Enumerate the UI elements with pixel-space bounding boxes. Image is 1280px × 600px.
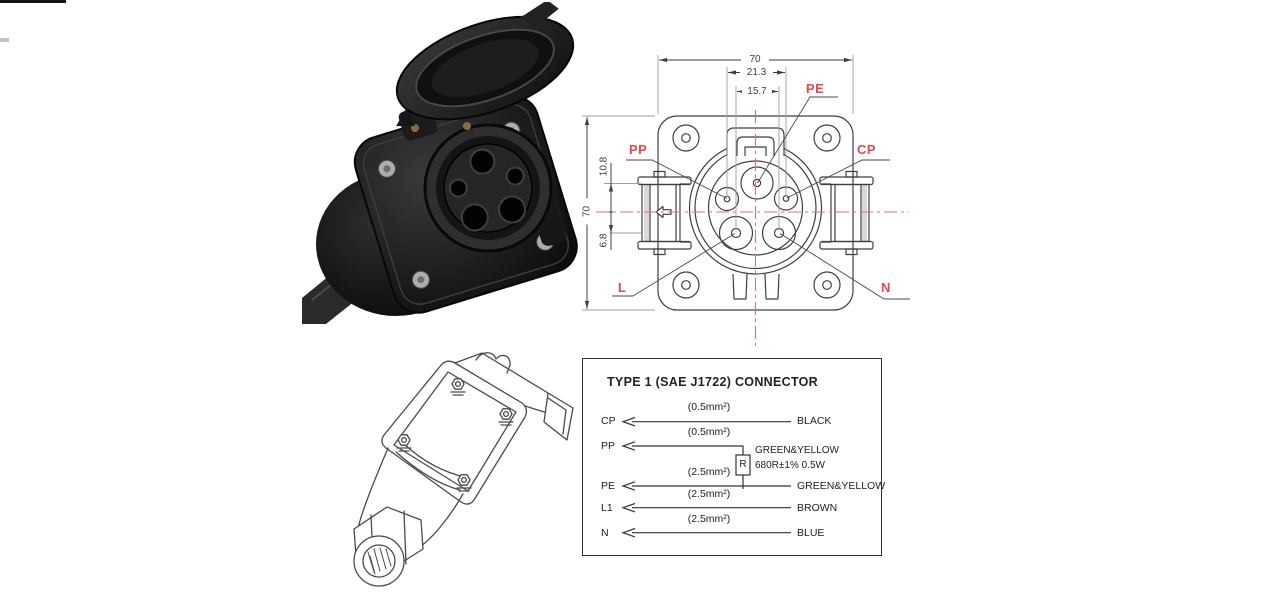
dim-pp-cp-spacing: 21.3: [740, 67, 773, 78]
wire-row-l1: L1 (2.5mm²) BROWN: [583, 488, 881, 516]
corner-crop-artifact: [0, 0, 66, 3]
wire-color-cp: BLACK: [797, 415, 832, 427]
dim-width: 70: [741, 54, 769, 65]
l-hole: [460, 203, 489, 232]
wire-row-pe: PE (2.5mm²) GREEN&YELLOW: [583, 466, 885, 494]
pin-label-pe: PE: [806, 81, 825, 96]
wire-pin-pe: PE: [601, 480, 616, 492]
wire-spec-pe: (2.5mm²): [687, 466, 731, 478]
wire-row-n: N (2.5mm²) BLUE: [583, 513, 881, 541]
dim-l-n-spacing: 15.7: [742, 86, 772, 97]
wire-pin-pp: PP: [601, 440, 616, 452]
wire-row-pp: PP (0.5mm²): [583, 426, 881, 454]
mounting-holes: [672, 124, 841, 299]
sketch-cable-entry: [353, 535, 405, 587]
sketch-bolts: [396, 378, 514, 492]
wire-color-l1: BROWN: [797, 501, 838, 514]
wire-spec-cp: (0.5mm²): [687, 401, 731, 413]
rear-view-sketch: [353, 352, 574, 587]
pin-label-n: N: [881, 280, 891, 295]
edge-crop-artifact: [0, 38, 9, 42]
wiring-diagram-panel: TYPE 1 (SAE J1722) CONNECTOR CP (0.5mm²)…: [582, 358, 885, 556]
wire-pin-cp: CP: [601, 415, 616, 427]
wire-color-pe: GREEN&YELLOW: [797, 480, 886, 492]
resistor-symbol: R: [739, 459, 747, 470]
pp-hole: [448, 178, 468, 198]
resistor-wire-note: GREEN&YELLOW: [755, 445, 839, 456]
wire-spec-n: (2.5mm²): [687, 512, 731, 525]
pin-label-pp: PP: [629, 142, 648, 157]
bottom-tabs: [732, 273, 780, 300]
pe-hole: [469, 148, 496, 175]
wiring-title: TYPE 1 (SAE J1722) CONNECTOR: [607, 375, 819, 389]
socket-face: [423, 123, 553, 253]
hinge-pin: [463, 122, 471, 130]
wiring-lines: [621, 416, 791, 538]
pin-label-cp: CP: [857, 142, 877, 157]
pin-pe: [740, 166, 774, 200]
hinge-pin: [411, 124, 419, 132]
dim-pe-offset: 10.8: [598, 153, 610, 180]
leader-lines: [612, 96, 910, 300]
product-photo-type1-socket: [302, 2, 578, 324]
dust-cap: [395, 2, 575, 127]
wire-pin-l1: L1: [601, 501, 613, 514]
dim-height: 70: [581, 198, 593, 225]
pin-label-l: L: [618, 280, 627, 295]
extension-lines: [582, 55, 854, 311]
cp-hole: [505, 166, 525, 186]
side-bracket-right: [819, 170, 874, 256]
wire-color-n: BLUE: [797, 526, 825, 539]
dim-ln-offset: 6.8: [598, 229, 610, 252]
wire-spec-l1: (2.5mm²): [687, 487, 731, 500]
n-hole: [497, 195, 526, 224]
resistor-value-note: 680R±1% 0.5W: [755, 460, 825, 471]
wire-pin-n: N: [601, 526, 609, 539]
centerlines: [596, 110, 909, 347]
wire-row-cp: CP (0.5mm²) BLACK: [583, 401, 881, 429]
sketch-rear-housing: [454, 352, 574, 441]
wire-spec-pp: (0.5mm²): [687, 426, 731, 438]
side-bracket-left: [637, 170, 692, 256]
